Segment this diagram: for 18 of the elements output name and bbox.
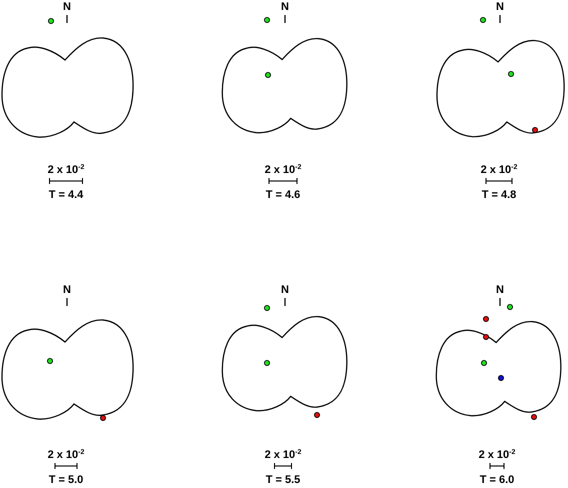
scale-label: 2 x 10$^{-2}$	[478, 449, 516, 461]
time-label: T = 4.4	[48, 189, 84, 201]
time-label: T = 4.6	[266, 189, 300, 201]
north-label: N	[496, 284, 504, 296]
scale-label: 2 x 10$^{-2}$	[48, 449, 84, 461]
scale-label: 2 x 10$^{-2}$	[264, 164, 302, 176]
time-label: T = 4.8	[482, 189, 516, 201]
scale-label: 2 x 10$^{-2}$	[48, 164, 84, 176]
north-label: N	[496, 1, 504, 13]
time-label: T = 6.0	[480, 474, 514, 486]
north-label: N	[63, 284, 71, 296]
north-label: N	[281, 284, 289, 296]
north-label: N	[281, 1, 289, 13]
scale-label: 2 x 10$^{-2}$	[480, 164, 518, 176]
time-label: T = 5.0	[48, 474, 84, 486]
time-label: T = 5.5	[266, 474, 300, 486]
scale-label: 2 x 10$^{-2}$	[264, 449, 302, 461]
north-label: N	[63, 1, 71, 13]
